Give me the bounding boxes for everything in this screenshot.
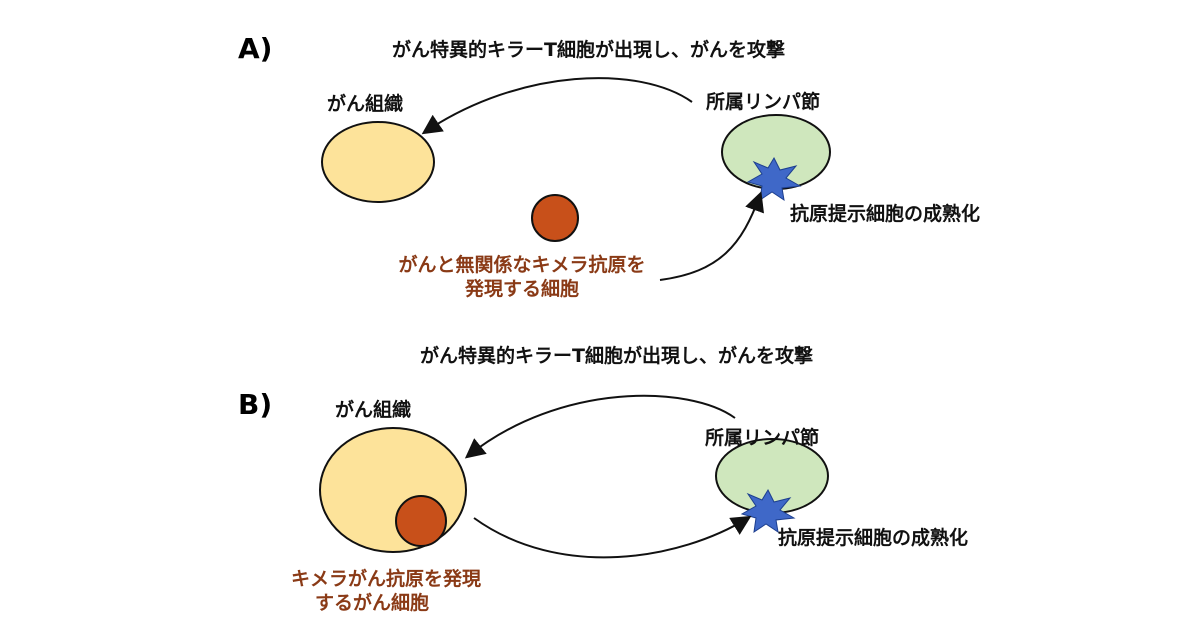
attack-arrow-a <box>421 77 693 135</box>
attack-arrow-b <box>464 394 736 459</box>
panel-b-label: B) <box>238 388 273 421</box>
tumor-label-b: がん組織 <box>335 399 412 421</box>
cell-label-a-line2: 発現する細胞 <box>464 277 579 300</box>
cell-label-b-line2: するがん細胞 <box>315 591 430 614</box>
attack-caption-a: がん特異的キラーT細胞が出現し、がんを攻撃 <box>392 39 785 61</box>
tumor-tissue-b <box>319 427 467 553</box>
tumor-label-a: がん組織 <box>327 93 404 115</box>
cell-label-b: キメラがん抗原を発現 するがん細胞 <box>291 568 481 616</box>
lymph-node-label-a: 所属リンパ節 <box>706 91 821 113</box>
cell-label-a: がんと無関係なキメラ抗原を 発現する細胞 <box>372 254 672 302</box>
apc-label-b: 抗原提示細胞の成熟化 <box>778 527 969 549</box>
cell-label-a-line1: がんと無関係なキメラ抗原を <box>398 254 646 276</box>
cell-label-b-line1: キメラがん抗原を発現 <box>291 568 482 590</box>
attack-caption-b: がん特異的キラーT細胞が出現し、がんを攻撃 <box>420 345 813 367</box>
migration-arrow-a <box>659 191 764 281</box>
antigen-presenting-cell-a <box>746 156 802 202</box>
tumor-tissue-a <box>321 121 435 203</box>
chimeric-cell-a <box>531 194 579 242</box>
antigen-presenting-cell-b <box>740 488 796 534</box>
migration-arrow-b <box>473 515 752 559</box>
panel-a-label: A) <box>238 32 273 65</box>
apc-label-a: 抗原提示細胞の成熟化 <box>790 203 981 225</box>
chimeric-tumor-cell-b <box>395 495 447 547</box>
lymph-node-label-b: 所属リンパ節 <box>705 427 820 449</box>
